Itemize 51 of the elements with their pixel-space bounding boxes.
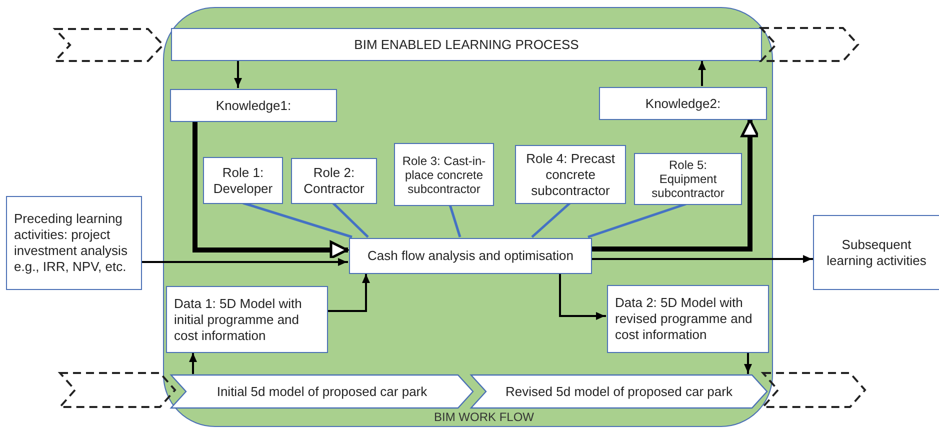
process-box xyxy=(394,143,494,206)
box-label: Subsequent learning activities xyxy=(826,236,928,268)
process-box xyxy=(291,158,377,204)
process-box xyxy=(813,215,939,290)
connector-line xyxy=(448,204,462,238)
chevron-label: Revised 5d model of proposed car park xyxy=(506,384,732,399)
arrow xyxy=(234,60,242,88)
process-box xyxy=(166,286,328,353)
box-label: Cash flow analysis and optimisation xyxy=(368,248,574,264)
chevron-shape xyxy=(171,375,473,408)
box-label: Data 2: 5D Model with revised programme and cost information xyxy=(615,295,754,343)
process-box xyxy=(607,285,769,353)
dashed-chevron-shape xyxy=(55,29,163,61)
box-label: Knowledge2: xyxy=(645,96,721,112)
box-label: Preceding learning activities: project investment analysis e.g., IRR, NPV, etc. xyxy=(14,211,128,275)
box-label: Role 4: Precast concrete subcontractor xyxy=(525,150,616,198)
process-box xyxy=(634,153,742,205)
arrow xyxy=(591,255,813,263)
chevron-label: Initial 5d model of proposed car park xyxy=(216,384,428,399)
panel-label: BIM WORK FLOW xyxy=(434,411,534,424)
box-label: BIM ENABLED LEARNING PROCESS xyxy=(354,36,579,52)
arrow xyxy=(142,258,348,266)
workflow-panel xyxy=(163,7,773,427)
chevron-shape xyxy=(471,375,767,408)
connector-line xyxy=(531,202,571,238)
process-box xyxy=(515,145,626,204)
arrow xyxy=(189,352,197,374)
box-label: Data 1: 5D Model with initial programme and cost information xyxy=(174,296,303,344)
process-box xyxy=(349,238,592,274)
arrow xyxy=(192,121,348,260)
box-label: Role 3: Cast-in-place concrete subcontractor xyxy=(401,154,487,196)
box-label: Role 1: Developer xyxy=(212,164,274,196)
process-box xyxy=(203,157,283,204)
dashed-chevron-shape xyxy=(761,28,858,61)
box-label: Role 2: Contractor xyxy=(302,165,366,197)
box-label: Knowledge1: xyxy=(216,98,292,114)
dashed-chevron-shape xyxy=(763,373,865,407)
arrow xyxy=(591,118,760,252)
arrow xyxy=(327,273,370,312)
process-box xyxy=(599,87,767,120)
arrow xyxy=(559,273,606,320)
box-label: Role 5: Equipment subcontractor xyxy=(650,158,726,200)
connector-line xyxy=(332,202,369,238)
connector-line xyxy=(588,202,686,238)
connector-line xyxy=(242,202,352,238)
process-box xyxy=(170,89,337,122)
arrow xyxy=(698,60,706,86)
process-box xyxy=(6,196,142,290)
process-box xyxy=(171,28,762,61)
dashed-chevron-shape xyxy=(60,373,175,407)
arrow xyxy=(744,352,752,374)
